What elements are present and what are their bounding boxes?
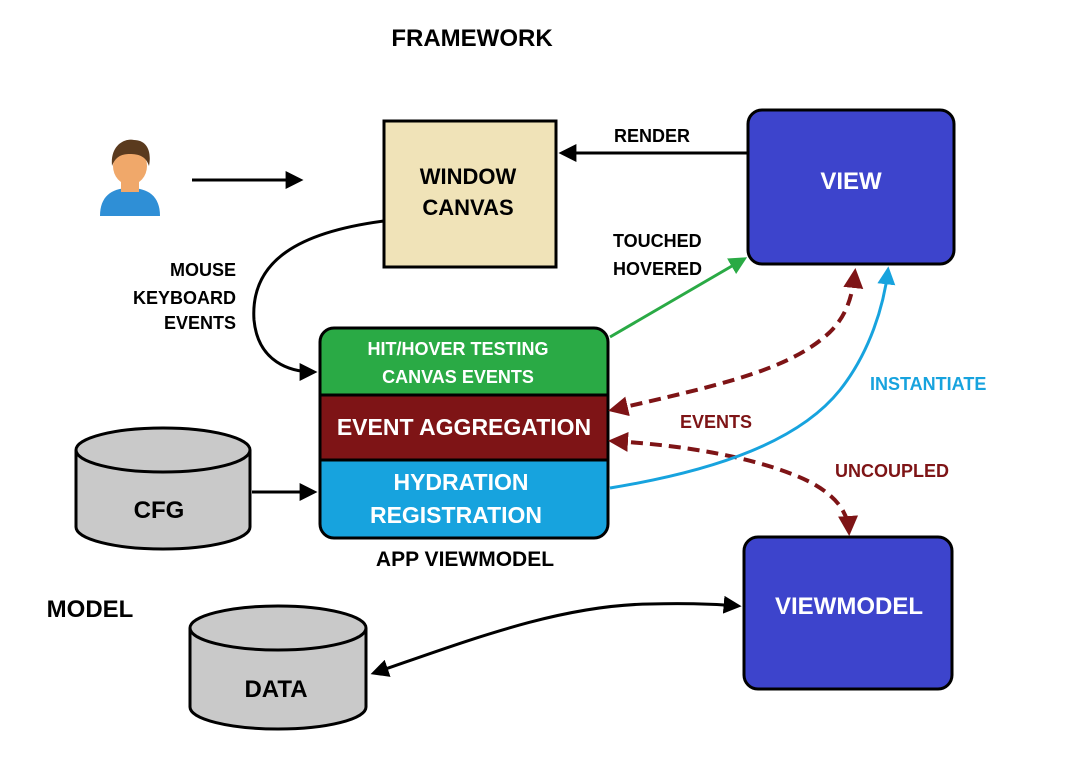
viewmodel-label: VIEWMODEL [775, 593, 923, 620]
window-canvas-box: WINDOW CANVAS [382, 119, 558, 269]
hit-hover-label-line2: CANVAS EVENTS [382, 367, 534, 387]
instantiate-label: INSTANTIATE [870, 374, 986, 394]
window-canvas-label-line1: WINDOW [420, 164, 517, 189]
view-events-arrow [608, 268, 864, 417]
window-canvas-label-line2: CANVAS [422, 195, 513, 220]
viewmodel-box: VIEWMODEL [742, 535, 954, 691]
framework-heading: FRAMEWORK [391, 25, 553, 52]
mouse-label: MOUSE [170, 260, 236, 280]
app-viewmodel-caption: APP VIEWMODEL [376, 548, 554, 571]
event-aggregation-section: EVENT AGGREGATION [337, 414, 591, 440]
data-store: DATA [188, 604, 368, 731]
data-viewmodel-arrow [370, 595, 742, 677]
model-heading: MODEL [47, 596, 134, 623]
data-label: DATA [244, 676, 307, 703]
render-label: RENDER [614, 126, 690, 146]
hit-hover-testing-section: HIT/HOVER TESTING CANVAS EVENTS [367, 339, 548, 387]
mouse-keyboard-events-arrow [252, 219, 385, 381]
cfg-label: CFG [134, 497, 185, 524]
cfg-store: CFG [74, 426, 252, 551]
event-aggregation-label: EVENT AGGREGATION [337, 414, 591, 440]
view-box: VIEW [746, 108, 956, 266]
keyboard-label: KEYBOARD [133, 288, 236, 308]
touched-label: TOUCHED [613, 231, 702, 251]
events-label: EVENTS [164, 313, 236, 333]
view-label: VIEW [820, 168, 882, 195]
instantiate-arrow [609, 266, 896, 490]
hydration-label-line1: HYDRATION [393, 469, 528, 495]
hovered-label: HOVERED [613, 259, 702, 279]
hydration-section: HYDRATION REGISTRATION [370, 469, 542, 528]
app-viewmodel-stack: HIT/HOVER TESTING CANVAS EVENTS EVENT AG… [318, 326, 610, 540]
hit-hover-label-line1: HIT/HOVER TESTING [367, 339, 548, 359]
viewmodel-uncoupled-arrow [608, 431, 859, 536]
user-icon [100, 139, 160, 216]
uncoupled-label: UNCOUPLED [835, 461, 949, 481]
hydration-label-line2: REGISTRATION [370, 502, 542, 528]
events-arrow-label: EVENTS [680, 412, 752, 432]
